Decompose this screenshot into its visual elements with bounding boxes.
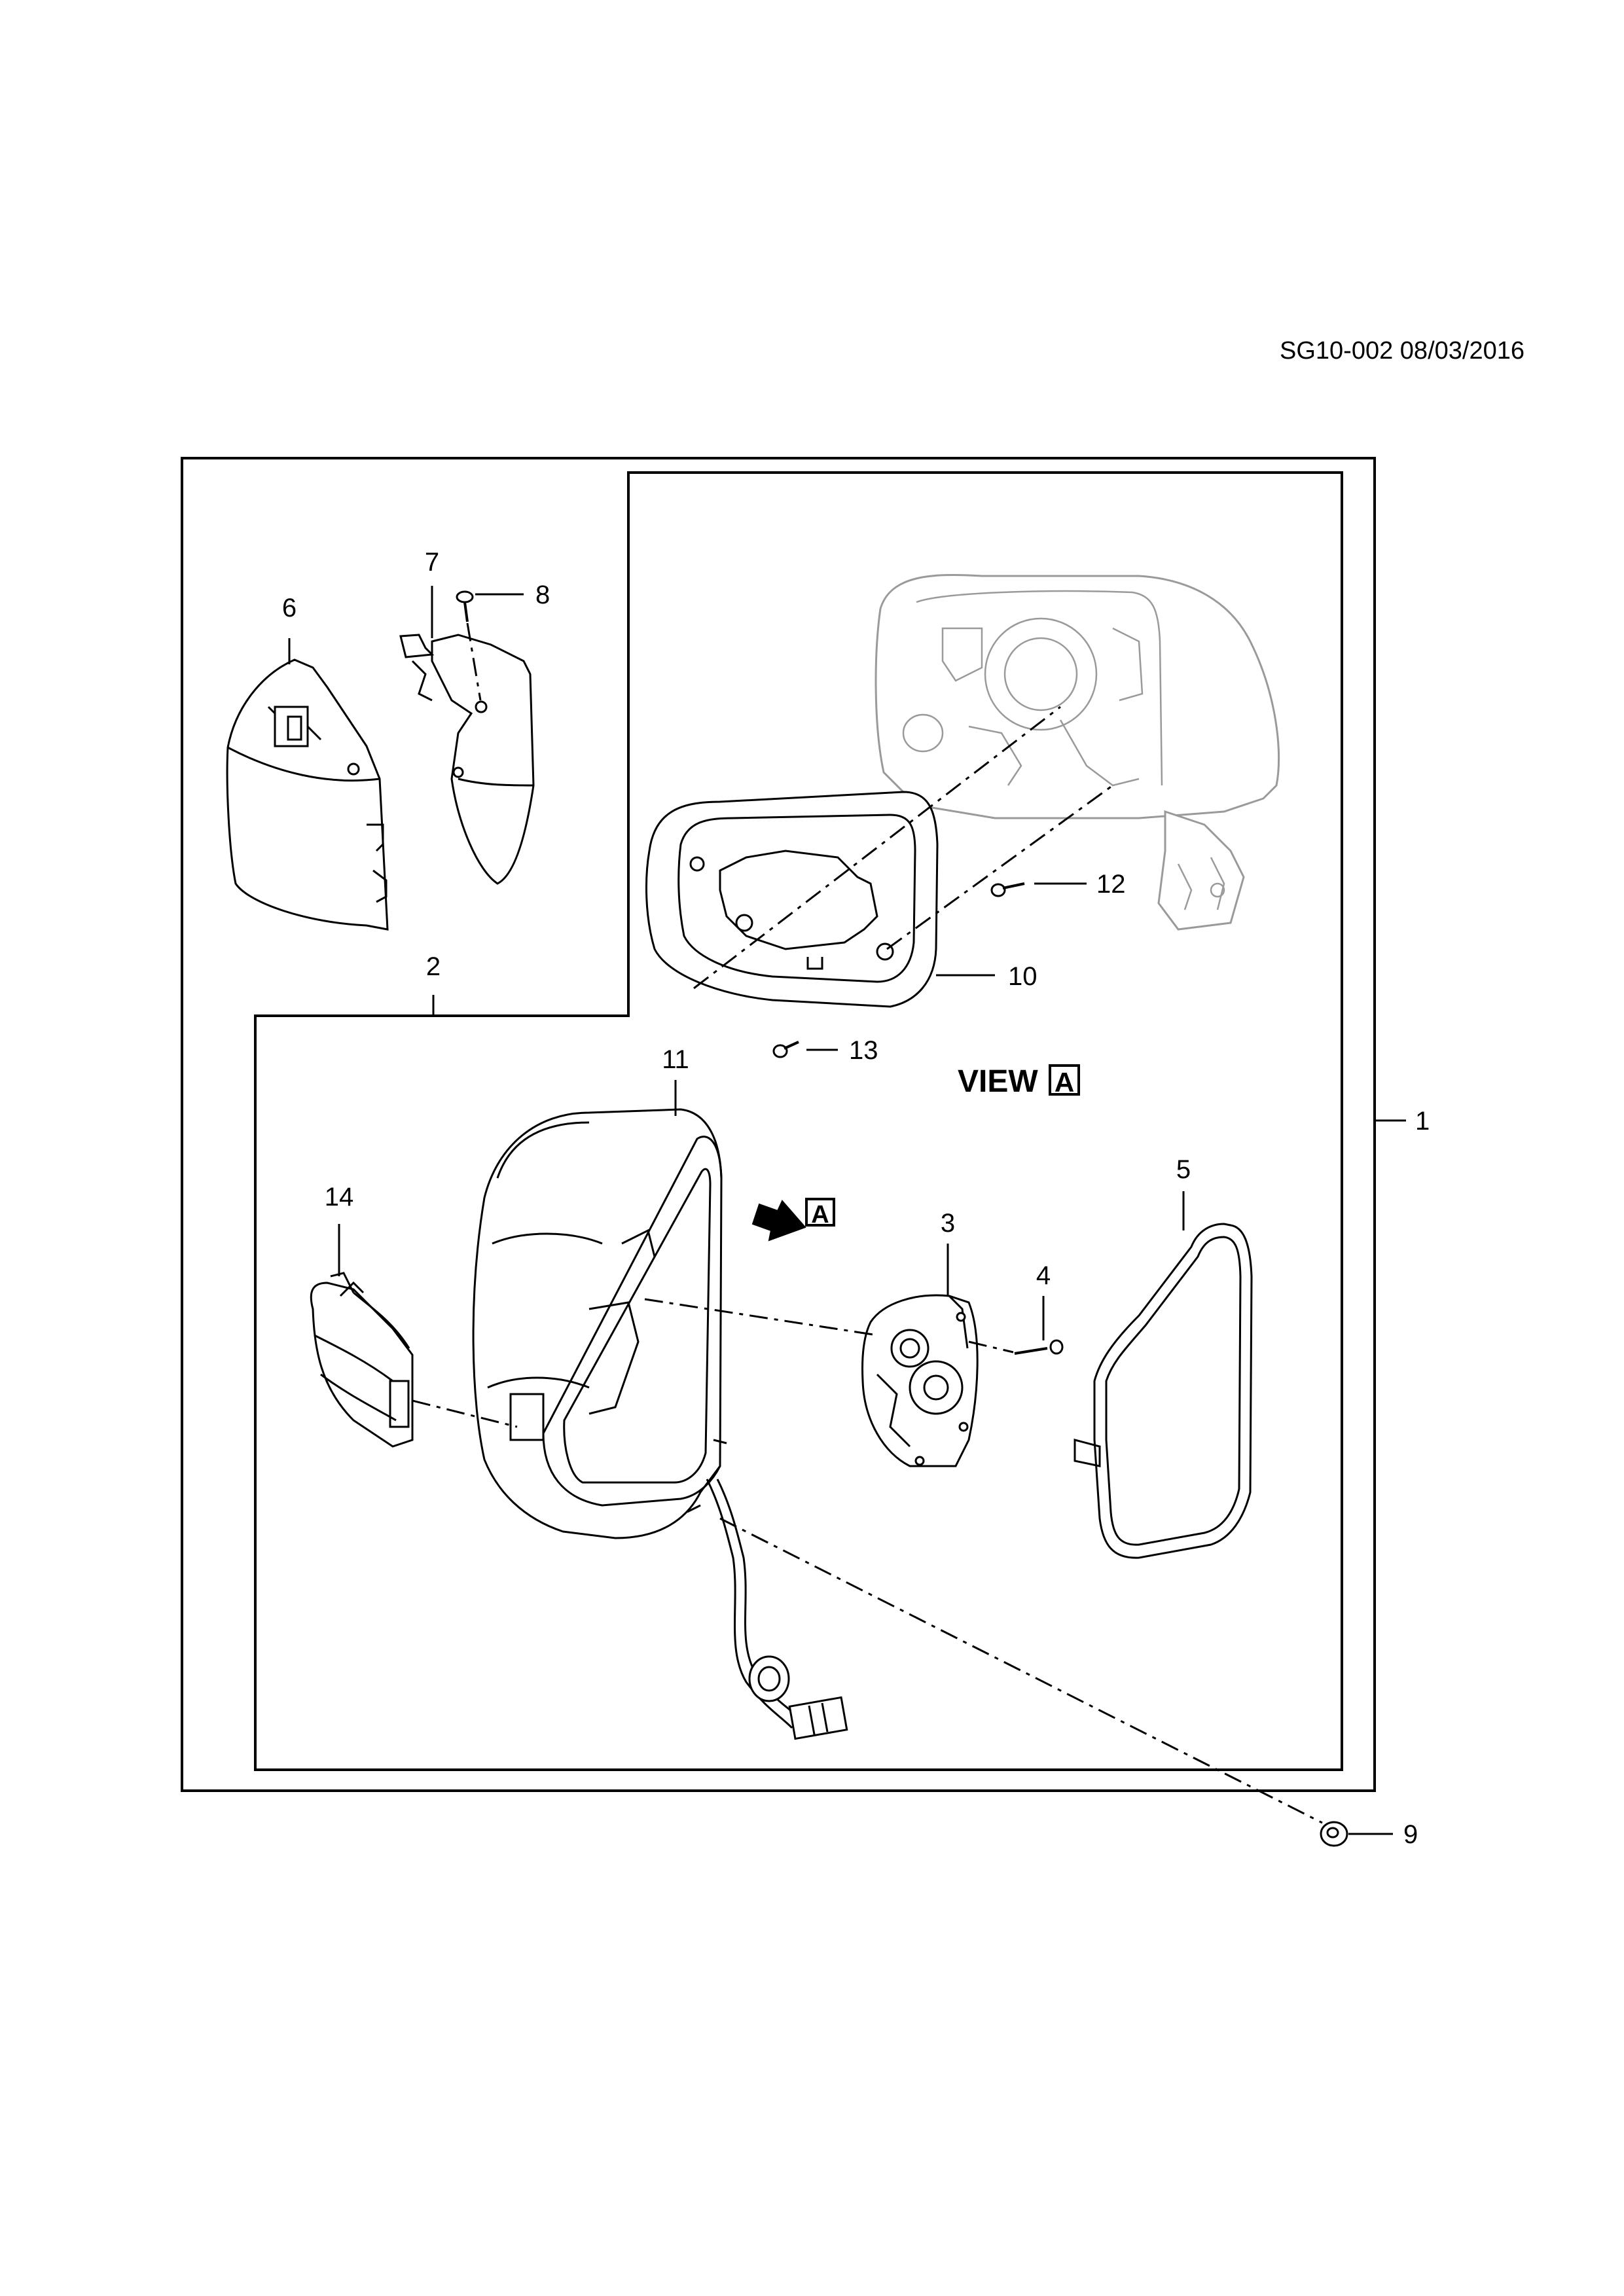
- view-letter-box: [1049, 1064, 1080, 1096]
- part-10-mirror-frame: [645, 791, 939, 1008]
- view-label-letter: A: [1055, 1067, 1074, 1098]
- mirror-housing-rear-ghost: [875, 574, 1280, 931]
- part-13-screw: [772, 1041, 799, 1058]
- document-reference: SG10-002 08/03/2016: [1280, 337, 1525, 365]
- callout-3: 3: [941, 1209, 955, 1238]
- callout-11: 11: [662, 1045, 689, 1074]
- callout-10: 10: [1008, 962, 1038, 991]
- part-12-screw: [990, 882, 1025, 897]
- callout-2: 2: [426, 952, 441, 981]
- assembly-frame-outer: [181, 457, 1376, 1792]
- arrow-letter: A: [811, 1201, 829, 1229]
- part-11-mirror-housing: [472, 1108, 723, 1539]
- view-arrow-icon: [751, 1200, 806, 1242]
- frame-10-axis-upper: [693, 706, 1061, 990]
- view-label-text: VIEW: [958, 1064, 1038, 1099]
- part-7-mirror-cover-upper: [399, 634, 535, 885]
- view-direction-arrow: A: [751, 1198, 835, 1242]
- part-8-screw: [456, 590, 474, 622]
- screw-4-axis: [968, 1340, 1014, 1354]
- actuator-3-axis: [644, 1298, 878, 1336]
- frame-10-axis-lower: [886, 784, 1113, 950]
- part-6-mirror-cover-lower: [226, 658, 389, 931]
- lamp-14-axis: [412, 1399, 518, 1428]
- callout-13: 13: [849, 1036, 878, 1065]
- callout-1: 1: [1415, 1107, 1430, 1136]
- subassembly-frame-inner: [254, 471, 1343, 1771]
- nut-9-axis: [719, 1517, 1323, 1824]
- arrow-letter-box: [805, 1198, 835, 1227]
- view-a-label: VIEW A: [958, 1064, 1080, 1099]
- callout-8: 8: [535, 581, 550, 609]
- callout-7: 7: [425, 548, 439, 577]
- callout-12: 12: [1096, 870, 1126, 899]
- wiring-harness: [687, 1439, 848, 1740]
- part-5-mirror-glass: [1074, 1223, 1253, 1559]
- screw-8-axis: [466, 622, 482, 701]
- part-14-turn-signal-lamp: [310, 1272, 414, 1448]
- callout-5: 5: [1176, 1155, 1191, 1184]
- callout-6: 6: [282, 594, 297, 622]
- callout-14: 14: [325, 1183, 354, 1211]
- part-3-glass-actuator: [861, 1294, 979, 1467]
- callout-9: 9: [1403, 1820, 1418, 1849]
- part-4-screw: [1014, 1339, 1064, 1355]
- callout-4: 4: [1036, 1261, 1051, 1290]
- part-9-nut: [1320, 1821, 1348, 1847]
